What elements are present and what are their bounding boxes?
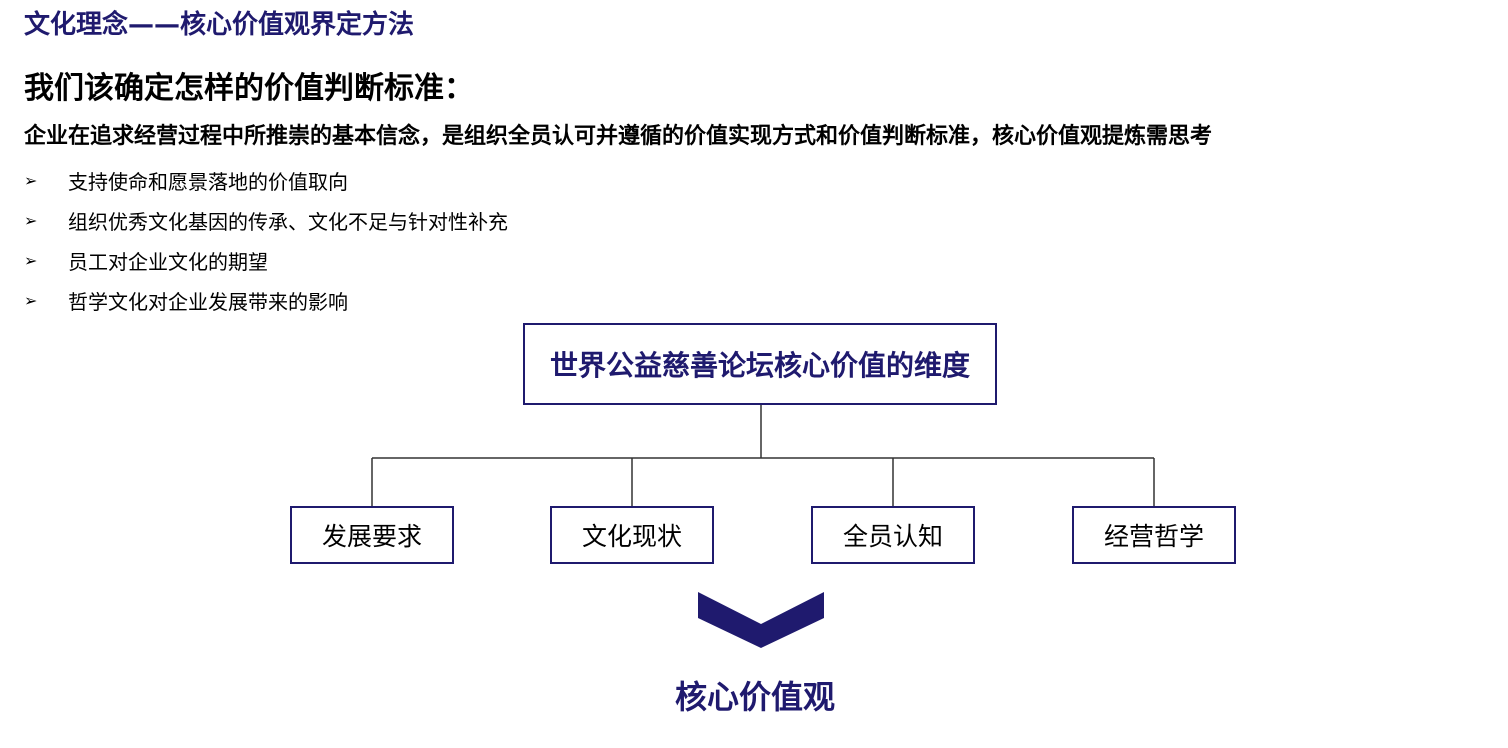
list-item-text: 组织优秀文化基因的传承、文化不足与针对性补充 xyxy=(68,209,508,234)
list-item: ➢ 组织优秀文化基因的传承、文化不足与针对性补充 xyxy=(24,200,508,240)
root-box: 世界公益慈善论坛核心价值的维度 xyxy=(523,323,997,405)
list-item-text: 支持使命和愿景落地的价值取向 xyxy=(68,169,348,194)
page-title: 文化理念——核心价值观界定方法 xyxy=(24,10,415,40)
statement-text: 企业在追求经营过程中所推崇的基本信念，是组织全员认可并遵循的价值实现方式和价值判… xyxy=(24,124,1213,149)
arrow-bullet-icon: ➢ xyxy=(24,250,38,270)
arrow-bullet-icon: ➢ xyxy=(24,290,38,310)
child-box-staff-awareness: 全员认知 xyxy=(811,506,975,564)
list-item: ➢ 哲学文化对企业发展带来的影响 xyxy=(24,280,508,320)
list-item: ➢ 员工对企业文化的期望 xyxy=(24,240,508,280)
child-box-culture-status: 文化现状 xyxy=(550,506,714,564)
list-item: ➢ 支持使命和愿景落地的价值取向 xyxy=(24,160,508,200)
list-item-text: 哲学文化对企业发展带来的影响 xyxy=(68,289,348,314)
arrow-bullet-icon: ➢ xyxy=(24,210,38,230)
child-box-business-philosophy: 经营哲学 xyxy=(1072,506,1236,564)
arrow-bullet-icon: ➢ xyxy=(24,170,38,190)
chevron-down-icon xyxy=(698,592,824,648)
question-heading: 我们该确定怎样的价值判断标准： xyxy=(24,71,474,106)
child-box-development: 发展要求 xyxy=(290,506,454,564)
bullet-list: ➢ 支持使命和愿景落地的价值取向 ➢ 组织优秀文化基因的传承、文化不足与针对性补… xyxy=(24,160,508,320)
result-label: 核心价值观 xyxy=(674,678,835,716)
list-item-text: 员工对企业文化的期望 xyxy=(68,249,268,274)
